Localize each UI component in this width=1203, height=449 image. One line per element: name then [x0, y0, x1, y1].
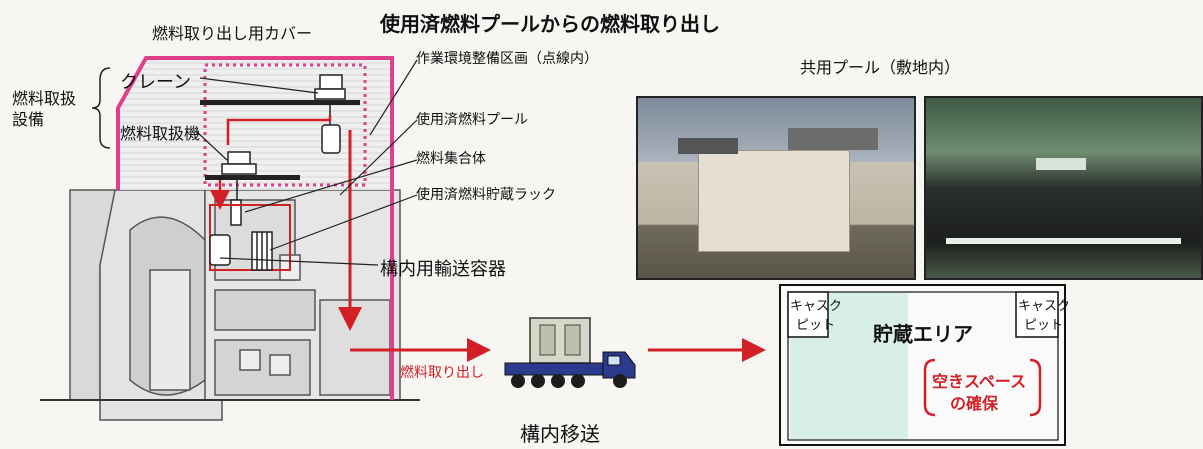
equipment-group-label-line2: 設備 — [12, 110, 45, 129]
common-pool-title: 共用プール（敷地内） — [800, 58, 961, 77]
work-area-boundary — [203, 63, 367, 187]
free-space-bracket-left — [923, 358, 936, 417]
work-area-label: 作業環境整備区画（点線内） — [416, 51, 598, 67]
fuel-removal-cover — [116, 56, 394, 400]
cask-pit-left-line2: ピット — [796, 318, 836, 333]
cask-pit-left-line1: キャスク — [790, 299, 843, 314]
cover-label: 燃料取り出し用カバー — [152, 24, 313, 43]
assembly-label: 燃料集合体 — [416, 151, 486, 167]
common-pool-interior-photo — [924, 96, 1203, 280]
diagram-title: 使用済燃料プールからの燃料取り出し — [380, 12, 720, 36]
cask-label: 構内用輸送容器 — [380, 259, 506, 280]
common-pool-plan — [779, 284, 1066, 446]
transport-label: 構内移送 — [520, 422, 600, 446]
crane-label: クレーン — [120, 72, 192, 93]
transport-cask — [209, 234, 231, 266]
cask-pit-left — [787, 291, 829, 338]
removal-label: 燃料取り出し — [400, 365, 484, 381]
crane — [314, 74, 346, 154]
free-space-line2: の確保 — [950, 394, 999, 413]
fuel-storage-rack — [251, 231, 273, 271]
cask-pit-right-line2: ピット — [1024, 318, 1064, 333]
storage-area-label: 貯蔵エリア — [873, 322, 973, 346]
cask-pit-right — [1015, 291, 1059, 338]
transport-truck — [504, 317, 636, 388]
leader-lines — [196, 59, 418, 266]
fuel-machine-label: 燃料取扱機 — [120, 124, 201, 143]
equipment-brace — [91, 67, 111, 149]
fuel-path-arrow — [226, 115, 332, 145]
fuel-machine-rail — [205, 175, 300, 180]
free-space-bracket-right — [1029, 358, 1042, 417]
common-pool-building-photo — [636, 96, 916, 280]
fuel-handling-machine — [221, 151, 257, 226]
fuel-assembly — [230, 199, 242, 226]
reactor-building — [40, 189, 420, 421]
equipment-group-label-line1: 燃料取扱 — [12, 89, 77, 108]
free-space-line1: 空きスペース — [932, 372, 1027, 391]
crane-rail — [200, 100, 360, 105]
pool-label: 使用済燃料プール — [416, 112, 528, 128]
rack-label: 使用済燃料貯蔵ラック — [416, 187, 556, 203]
cask-pit-right-line1: キャスク — [1018, 299, 1071, 314]
